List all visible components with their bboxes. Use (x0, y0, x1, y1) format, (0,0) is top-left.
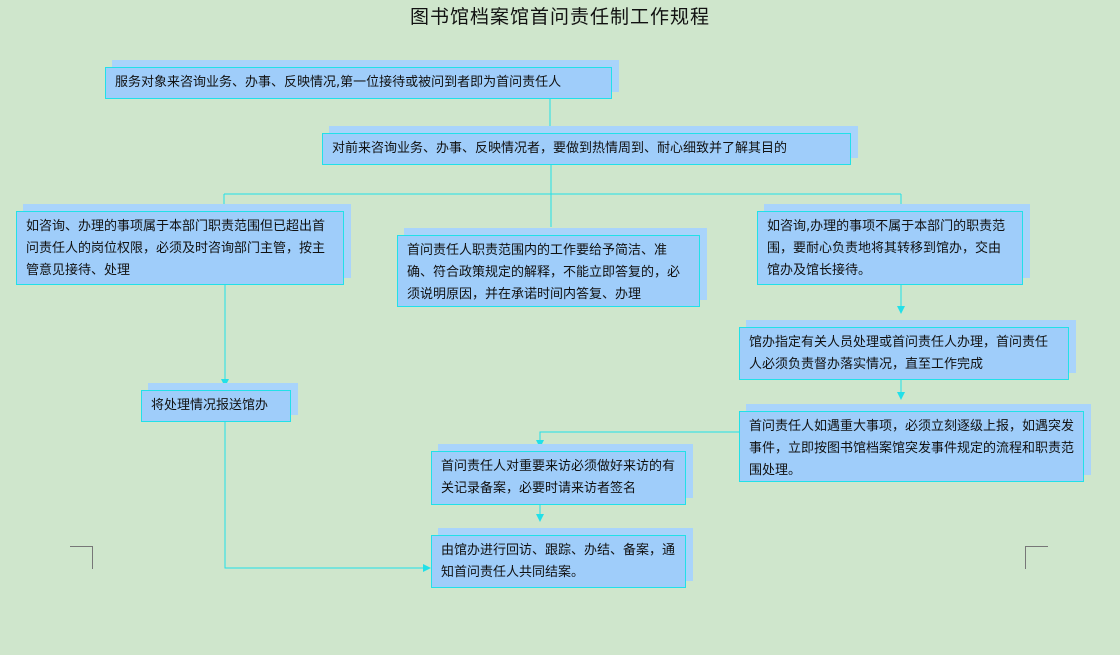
step-receive-visitor: 对前来咨询业务、办事、反映情况者，要做到热情周到、耐心细致并了解其目的 (322, 133, 851, 165)
step-within-department-beyond-authority: 如咨询、办理的事项属于本部门职责范围但已超出首问责任人的岗位权限，必须及时咨询部… (16, 211, 344, 285)
step-outside-department: 如咨询,办理的事项不属于本部门的职责范围，要耐心负责地将其转移到馆办，交由馆办及… (757, 211, 1023, 285)
connector-7-10 (224, 421, 431, 572)
connector-8-9 (536, 431, 739, 448)
step-office-followup: 由馆办进行回访、跟踪、办结、备案，通知首问责任人共同结案。 (431, 535, 686, 588)
page-corner-mark-right (1025, 546, 1048, 569)
step-first-responder: 服务对象来咨询业务、办事、反映情况,第一位接待或被问到者即为首问责任人 (105, 67, 612, 99)
step-report-to-office: 将处理情况报送馆办 (141, 390, 291, 422)
step-record-visit: 首问责任人对重要来访必须做好来访的有关记录备案，必要时请来访者签名 (431, 451, 686, 505)
step-office-assign: 馆办指定有关人员处理或首问责任人办理，首问责任人必须负责督办落实情况，直至工作完… (739, 327, 1069, 380)
page-corner-mark-left (70, 546, 93, 569)
page-title: 图书馆档案馆首问责任制工作规程 (409, 6, 710, 28)
step-within-responsibility: 首问责任人职责范围内的工作要给予简洁、准确、符合政策规定的解释，不能立即答复的，… (397, 235, 700, 307)
step-major-emergency: 首问责任人如遇重大事项，必须立刻逐级上报，如遇突发事件，立即按图书馆档案馆突发事… (739, 411, 1084, 482)
